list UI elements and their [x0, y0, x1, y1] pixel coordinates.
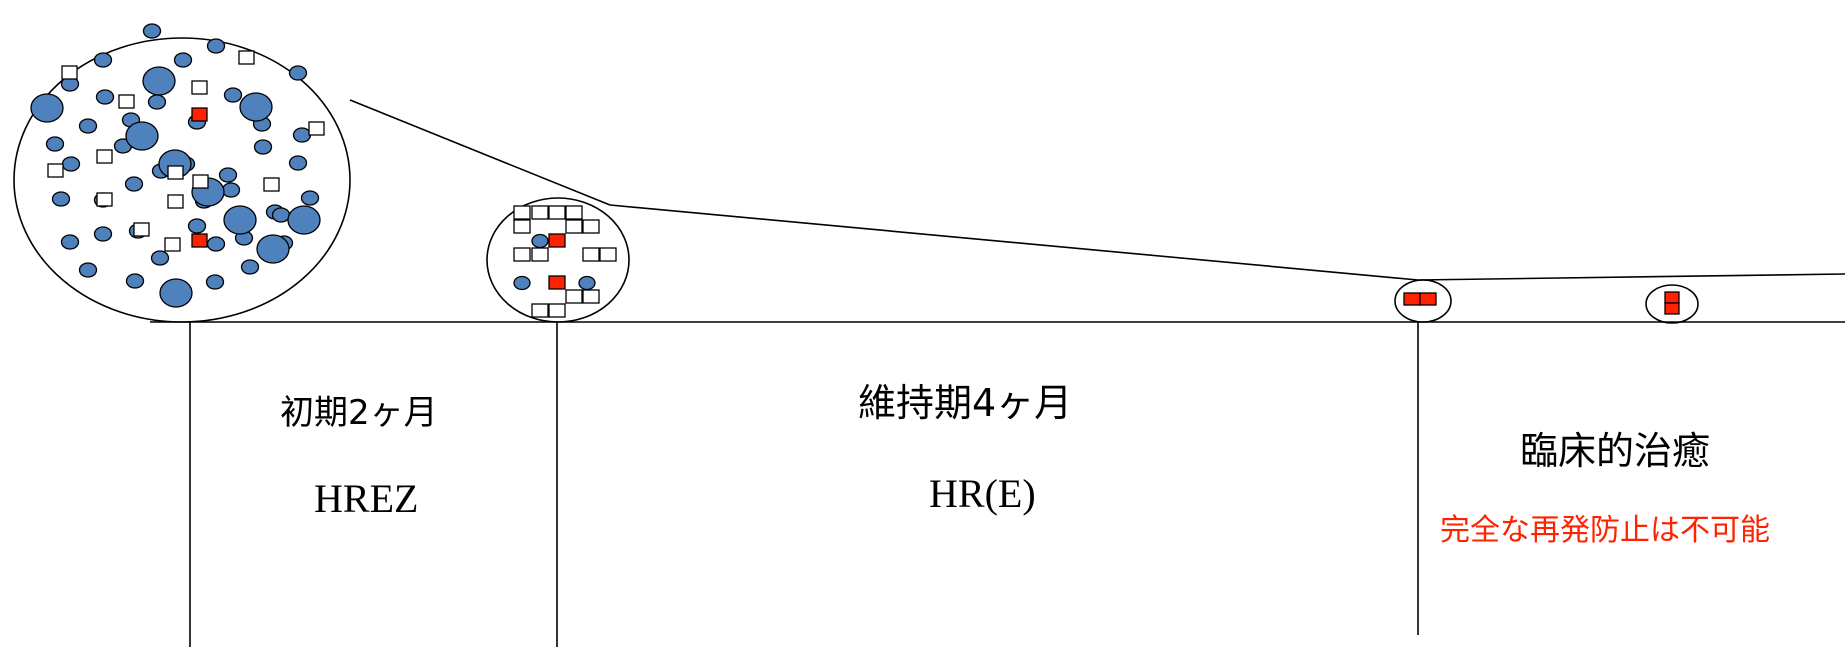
bacilli-population-6months [1394, 279, 1452, 323]
active-bacillus-icon [78, 262, 98, 278]
active-bacillus-icon [142, 23, 162, 39]
active-bacillus-icon [159, 278, 193, 308]
killed-bacillus-icon [565, 205, 583, 220]
active-bacillus-icon [300, 190, 320, 206]
active-bacillus-icon [578, 275, 596, 291]
active-bacillus-icon [256, 234, 290, 264]
killed-bacillus-icon [548, 205, 566, 220]
dormant-bacillus-icon [1664, 302, 1680, 315]
active-bacillus-icon [221, 182, 241, 198]
active-bacillus-icon [93, 52, 113, 68]
killed-bacillus-icon [96, 192, 113, 207]
active-bacillus-icon [142, 66, 176, 96]
bacilli-population-initial [13, 37, 351, 323]
active-bacillus-icon [253, 139, 273, 155]
phase-initial-regimen: HREZ [314, 476, 419, 521]
bacilli-population-after [1645, 284, 1699, 324]
active-bacillus-icon [223, 205, 257, 235]
phase-initial-period: 初期2ヶ月 [280, 393, 438, 433]
active-bacillus-icon [147, 94, 167, 110]
killed-bacillus-icon [513, 219, 531, 234]
killed-bacillus-icon [167, 165, 184, 180]
killed-bacillus-icon [96, 149, 113, 164]
active-bacillus-icon [223, 87, 243, 103]
active-bacillus-icon [288, 155, 308, 171]
active-bacillus-icon [51, 191, 71, 207]
active-bacillus-icon [124, 176, 144, 192]
active-bacillus-icon [78, 118, 98, 134]
killed-bacillus-icon [565, 289, 583, 304]
active-bacillus-icon [239, 92, 273, 122]
outcome-title: 臨床的治癒 [1520, 429, 1711, 473]
killed-bacillus-icon [531, 247, 549, 262]
active-bacillus-icon [513, 275, 531, 291]
killed-bacillus-icon [582, 247, 600, 262]
killed-bacillus-icon [599, 247, 617, 262]
active-bacillus-icon [240, 259, 260, 275]
killed-bacillus-icon [513, 205, 531, 220]
taper-line-upper-2 [609, 204, 1419, 281]
active-bacillus-icon [218, 167, 238, 183]
active-bacillus-icon [187, 218, 207, 234]
killed-bacillus-icon [61, 65, 78, 80]
killed-bacillus-icon [167, 194, 184, 209]
killed-bacillus-icon [192, 174, 209, 189]
killed-bacillus-icon [531, 205, 549, 220]
killed-bacillus-icon [133, 222, 150, 237]
dormant-bacillus-icon [1664, 291, 1680, 304]
killed-bacillus-icon [164, 237, 181, 252]
active-bacillus-icon [288, 65, 308, 81]
dormant-bacillus-icon [548, 275, 566, 290]
dormant-bacillus-icon [191, 107, 208, 122]
killed-bacillus-icon [513, 247, 531, 262]
killed-bacillus-icon [238, 50, 255, 65]
phase-maintenance-regimen: HR(E) [929, 471, 1036, 516]
killed-bacillus-icon [582, 289, 600, 304]
outcome-note: 完全な再発防止は不可能 [1440, 513, 1770, 548]
active-bacillus-icon [93, 226, 113, 242]
killed-bacillus-icon [582, 219, 600, 234]
killed-bacillus-icon [308, 121, 325, 136]
killed-bacillus-icon [118, 94, 135, 109]
active-bacillus-icon [173, 52, 193, 68]
active-bacillus-icon [292, 127, 312, 143]
dormant-bacillus-icon [191, 233, 208, 248]
active-bacillus-icon [205, 274, 225, 290]
killed-bacillus-icon [548, 303, 566, 318]
active-bacillus-icon [61, 156, 81, 172]
active-bacillus-icon [125, 273, 145, 289]
killed-bacillus-icon [263, 177, 280, 192]
active-bacillus-icon [206, 236, 226, 252]
active-bacillus-icon [206, 38, 226, 54]
active-bacillus-icon [531, 233, 549, 249]
active-bacillus-icon [150, 250, 170, 266]
active-bacillus-icon [30, 93, 64, 123]
killed-bacillus-icon [565, 219, 583, 234]
active-bacillus-icon [45, 136, 65, 152]
active-bacillus-icon [271, 207, 291, 223]
bacilli-population-2months [486, 197, 630, 323]
killed-bacillus-icon [191, 80, 208, 95]
killed-bacillus-icon [47, 163, 64, 178]
killed-bacillus-icon [531, 303, 549, 318]
active-bacillus-icon [95, 89, 115, 105]
dormant-bacillus-icon [548, 233, 566, 248]
active-bacillus-icon [287, 205, 321, 235]
active-bacillus-icon [125, 121, 159, 151]
dormant-bacillus-icon [1419, 292, 1437, 306]
taper-line-upper-1 [349, 99, 611, 206]
phase-maintenance-period: 維持期4ヶ月 [858, 381, 1073, 425]
active-bacillus-icon [60, 234, 80, 250]
dormant-bacillus-icon [1403, 292, 1421, 306]
taper-line-upper-3 [1417, 273, 1845, 281]
